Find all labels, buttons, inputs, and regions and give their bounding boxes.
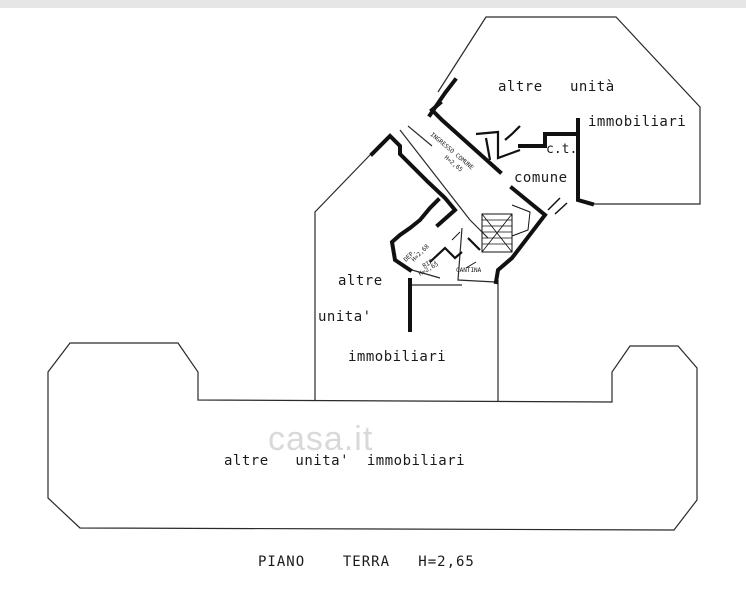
- wall-lower-left: [389, 197, 441, 273]
- label-ct: c.t.: [546, 142, 577, 157]
- label-left-unita: unita': [318, 309, 372, 325]
- watermark: casa.it: [268, 420, 373, 458]
- label-left-immobiliari: immobiliari: [348, 349, 446, 365]
- label-bottom: altre unita' immobiliari: [224, 453, 465, 469]
- label-left-altre: altre: [338, 273, 383, 289]
- stairs: [481, 204, 531, 253]
- wall-service: [475, 125, 521, 161]
- label-top-right-unita: unità: [570, 79, 615, 95]
- wall-north-inner: [429, 100, 503, 175]
- door-marks: [451, 197, 568, 269]
- wall-left-diag: [369, 133, 458, 228]
- wall-small: [429, 237, 481, 263]
- label-cantina: CANTINA: [456, 267, 482, 274]
- top-edge-strip: [0, 0, 746, 8]
- plan-title: PIANO TERRA H=2,65: [258, 554, 475, 570]
- core-thin-lines: [399, 125, 496, 286]
- top-right-unit-outline: [437, 16, 701, 205]
- label-top-right-immobiliari: immobiliari: [588, 114, 686, 130]
- label-top-right-altre: altre: [498, 79, 543, 95]
- wall-stairs: [493, 185, 548, 285]
- wall-ct-right: [576, 118, 595, 207]
- bottom-block-outline: [47, 342, 698, 531]
- label-comune: comune: [514, 170, 568, 186]
- left-unit-outline: [314, 154, 371, 400]
